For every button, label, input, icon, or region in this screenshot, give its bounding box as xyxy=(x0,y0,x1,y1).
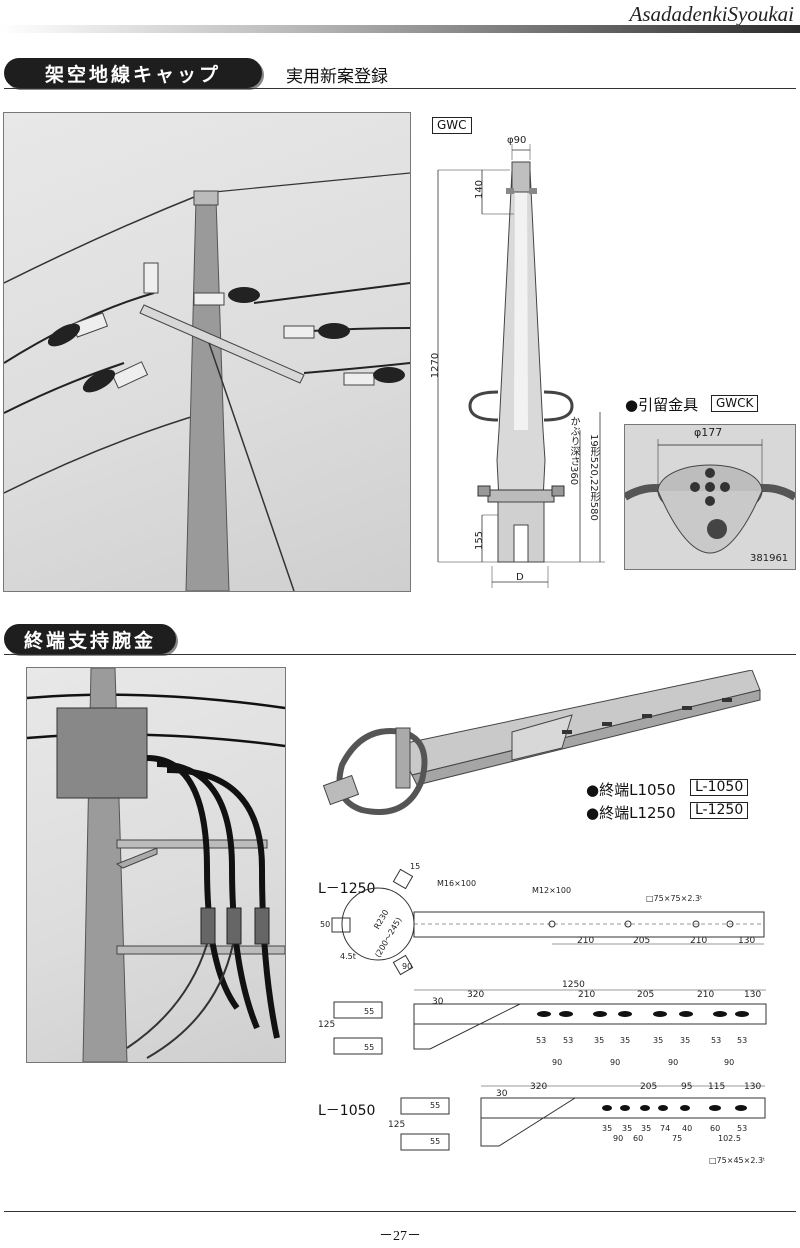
drawing-top-tube: □75×75×2.3ᵗ xyxy=(646,894,703,903)
drawing-bottom-d320: 320 xyxy=(530,1082,548,1092)
drawing-top-dim-1: 210 xyxy=(577,936,595,946)
drawing-bottom-bottom-2: 60 xyxy=(633,1134,644,1143)
drawing-bottom-top-1: 205 xyxy=(640,1082,658,1092)
section1-subtitle: 実用新案登録 xyxy=(286,67,388,87)
section1-title: 架空地線キャップ xyxy=(4,58,262,88)
drawing-mid-d55b: 55 xyxy=(364,1043,375,1052)
drawing-mid-d320: 320 xyxy=(467,990,485,1000)
drawing-top-dim-3: 210 xyxy=(690,936,708,946)
drawing-mid-d1250: 1250 xyxy=(562,980,585,990)
drawing-bottom-top-4: 130 xyxy=(744,1082,762,1092)
drawing-mid-top-3: 210 xyxy=(697,990,715,1000)
drawing-bottom-hole-1: 35 xyxy=(602,1124,613,1133)
drawing-top-m16: M16×100 xyxy=(437,879,477,888)
footer-rule xyxy=(4,1211,796,1212)
drawing-bottom-hole-6: 60 xyxy=(710,1124,721,1133)
gwc-cap-drawing xyxy=(437,144,605,588)
drawing-mid-hole-2: 53 xyxy=(563,1036,574,1045)
drawing-mid-top-1: 210 xyxy=(578,990,596,1000)
drawing-bottom-top-3: 115 xyxy=(708,1082,726,1092)
fitting-code: 381961 xyxy=(750,553,789,564)
drawing-top-d90: 90 xyxy=(402,962,413,971)
drawing-bottom-bottom-4: 102.5 xyxy=(718,1134,741,1143)
product-l1250-label: ●終端L1250 xyxy=(586,804,676,822)
drawing-mid-top-4: 130 xyxy=(744,990,762,1000)
gwc-shape-note: 19形520,22形580 xyxy=(588,434,599,521)
drawing-top-d50: 50 xyxy=(320,920,331,929)
fitting-diameter: φ177 xyxy=(694,426,723,439)
fitting-photo xyxy=(622,424,798,570)
product-l1250-tag: L-1250 xyxy=(690,802,749,819)
fitting-label: ●引留金具 xyxy=(625,396,699,414)
drawing-mid-d55a: 55 xyxy=(364,1007,375,1016)
drawing-bottom-tube: □75×45×2.3ᵗ xyxy=(709,1156,766,1165)
drawing-side-l1250 xyxy=(333,989,767,1055)
gwc-dim-155: 155 xyxy=(474,530,486,551)
section2-rule xyxy=(4,654,796,655)
drawing-top-name: L－1250 xyxy=(318,881,376,897)
drawing-top-d15: 15 xyxy=(410,862,421,871)
drawing-top-m12: M12×100 xyxy=(532,886,572,895)
product-l1050-label: ●終端L1050 xyxy=(586,781,676,799)
gwc-model-tag: GWC xyxy=(432,117,472,134)
gwc-top-diameter: φ90 xyxy=(507,135,527,146)
fitting-tag: GWCK xyxy=(711,395,759,412)
drawing-top-l1250 xyxy=(331,868,765,976)
product-l1050-tag: L-1050 xyxy=(690,779,749,796)
drawing-bottom-bottom-1: 90 xyxy=(613,1134,624,1143)
drawing-bottom-d55b: 55 xyxy=(430,1137,441,1146)
drawing-mid-bottom-1: 90 xyxy=(552,1058,563,1067)
drawing-mid-bottom-2: 90 xyxy=(610,1058,621,1067)
drawing-mid-hole-8: 53 xyxy=(737,1036,748,1045)
pole-cap-photo xyxy=(3,112,411,592)
drawing-mid-top-2: 205 xyxy=(637,990,655,1000)
gwc-dim-d: D xyxy=(516,572,524,583)
drawing-top-dim-2: 205 xyxy=(633,936,651,946)
drawing-side-l1050 xyxy=(400,1085,766,1151)
gwc-dim-1270: 1270 xyxy=(430,352,442,379)
brand-name: AsadadenkiSyoukai xyxy=(629,2,794,26)
arm-install-photo xyxy=(26,667,286,1063)
drawing-mid-d125: 125 xyxy=(318,1020,336,1030)
drawing-mid-hole-3: 35 xyxy=(594,1036,605,1045)
drawing-bottom-hole-3: 35 xyxy=(641,1124,652,1133)
gwc-cover-depth: かぶり深さ360 xyxy=(568,416,579,486)
drawing-bottom-d125: 125 xyxy=(388,1120,406,1130)
drawing-mid-hole-1: 53 xyxy=(536,1036,547,1045)
drawing-bottom-d55a: 55 xyxy=(430,1101,441,1110)
drawing-mid-bottom-3: 90 xyxy=(668,1058,679,1067)
section1-rule xyxy=(4,88,796,89)
drawing-bottom-hole-7: 53 xyxy=(737,1124,748,1133)
gwc-dim-140: 140 xyxy=(474,179,486,200)
drawing-mid-bottom-4: 90 xyxy=(724,1058,735,1067)
drawing-mid-hole-5: 35 xyxy=(653,1036,664,1045)
section2-title: 終端支持腕金 xyxy=(4,624,176,654)
header-gradient-bar xyxy=(0,25,800,33)
drawing-bottom-top-2: 95 xyxy=(681,1082,693,1092)
drawing-bottom-d30: 30 xyxy=(496,1089,508,1099)
drawing-bottom-hole-5: 40 xyxy=(682,1124,693,1133)
drawing-bottom-name: L－1050 xyxy=(318,1103,376,1119)
arm-product-illustration xyxy=(322,670,761,815)
drawing-bottom-hole-2: 35 xyxy=(622,1124,633,1133)
drawing-mid-d30: 30 xyxy=(432,997,444,1007)
drawing-mid-hole-4: 35 xyxy=(620,1036,631,1045)
drawing-mid-hole-6: 35 xyxy=(680,1036,691,1045)
drawing-bottom-bottom-3: 75 xyxy=(672,1134,683,1143)
drawing-top-dim-4: 130 xyxy=(738,936,756,946)
page-number: －27－ xyxy=(379,1229,421,1244)
drawing-mid-hole-7: 53 xyxy=(711,1036,722,1045)
drawing-top-thickness: 4.5t xyxy=(340,952,356,961)
drawing-bottom-hole-4: 74 xyxy=(660,1124,671,1133)
